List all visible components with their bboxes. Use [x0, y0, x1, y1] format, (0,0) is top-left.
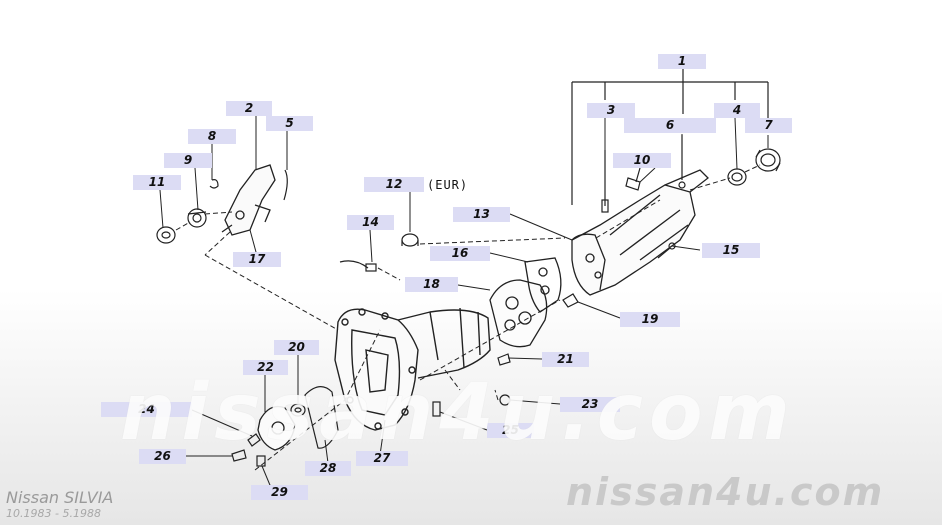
clip-part-8 — [209, 179, 219, 189]
production-dates: 10.1983 - 5.1988 — [6, 507, 101, 520]
seal-part-11 — [156, 226, 176, 244]
model-name: Nissan SILVIA — [6, 488, 114, 507]
gasket-part-28 — [304, 386, 339, 449]
bolt-part-29 — [256, 455, 266, 467]
callout-6: 6 — [624, 118, 716, 133]
bushing-part-12 — [401, 233, 419, 247]
callout-2: 2 — [226, 101, 272, 116]
callout-23: 23 — [560, 397, 620, 412]
callout-13: 13 — [453, 207, 510, 222]
clip-part-5 — [283, 169, 288, 201]
callout-5: 5 — [266, 116, 313, 131]
callout-20: 20 — [274, 340, 319, 355]
rear-extension-housing — [571, 169, 709, 296]
shift-fork-part-17 — [221, 164, 276, 236]
seal-part-4 — [727, 168, 747, 186]
callout-7: 7 — [745, 118, 792, 133]
callout-24: 24 — [101, 402, 192, 417]
callout-26: 26 — [139, 449, 186, 464]
callout-27: 27 — [356, 451, 408, 466]
callout-16: 16 — [430, 246, 490, 261]
watermark-brand: nissan4u.com — [566, 470, 885, 514]
callout-28: 28 — [305, 461, 351, 476]
callout-25: 25 — [487, 423, 534, 438]
callout-18: 18 — [405, 277, 458, 292]
transmission-case — [334, 307, 491, 431]
bracket-part-1 — [571, 68, 769, 205]
switch-part-14 — [339, 260, 377, 272]
bearing-part-9 — [187, 208, 207, 228]
bolt-part-25 — [432, 401, 441, 417]
callout-22: 22 — [243, 360, 288, 375]
bolt-part-21 — [497, 353, 511, 366]
callout-29: 29 — [251, 485, 308, 500]
bolt-part-3 — [601, 150, 609, 213]
front-cover-part-22 — [257, 405, 296, 451]
callout-4: 4 — [714, 103, 760, 118]
callout-10: 10 — [613, 153, 671, 168]
bolt-part-26 — [231, 449, 247, 462]
assembly-lines — [175, 164, 761, 471]
callout-8: 8 — [188, 129, 236, 144]
callout-21: 21 — [542, 352, 589, 367]
watermark-center: nissan4u.com — [120, 368, 796, 458]
sensor-part-10 — [625, 167, 641, 191]
callout-3: 3 — [587, 103, 635, 118]
seal-part-20 — [290, 403, 306, 417]
callout-9: 9 — [164, 153, 212, 168]
callout-1: 1 — [658, 54, 706, 69]
adapter-plate — [489, 257, 562, 348]
callout-14: 14 — [347, 215, 394, 230]
callout-19: 19 — [620, 312, 680, 327]
callout-11: 11 — [133, 175, 181, 190]
bolt-part-24 — [247, 433, 261, 447]
plug-part-19 — [562, 293, 579, 308]
callout-15: 15 — [702, 243, 760, 258]
bushing-part-7 — [755, 148, 781, 172]
callout-12: 12 — [364, 177, 424, 192]
callout-17: 17 — [233, 252, 281, 267]
leader-lines — [159, 116, 769, 491]
eur-note: (EUR) — [427, 178, 469, 192]
